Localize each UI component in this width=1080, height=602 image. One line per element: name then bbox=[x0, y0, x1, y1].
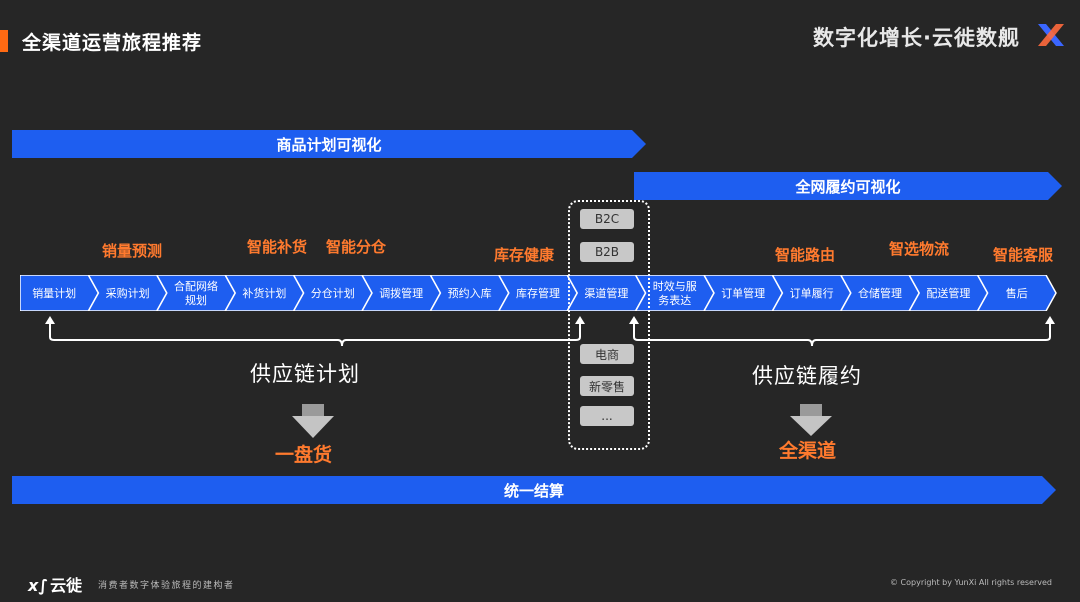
process-step-chevron bbox=[703, 275, 784, 311]
capability-sales-forecast: 销量预测 bbox=[102, 242, 163, 260]
channel-tag-new-retail: 新零售 bbox=[580, 376, 634, 396]
supply-chain-fulfil-label: 供应链履约 bbox=[752, 364, 862, 388]
process-step-label: 合配网络 bbox=[174, 279, 218, 293]
process-step-label: 售后 bbox=[1006, 286, 1028, 300]
bracket-arrowhead-mid-right bbox=[629, 316, 639, 324]
process-step-label: 时效与服 bbox=[653, 279, 697, 293]
goods-plan-visualization-band: 商品计划可视化 bbox=[12, 130, 646, 158]
footer-tagline: 消费者数字体验旅程的建构者 bbox=[98, 581, 235, 591]
process-step-label: 补货计划 bbox=[242, 286, 286, 300]
process-step-chevron bbox=[292, 275, 373, 311]
bracket-arrowhead-mid-left bbox=[575, 316, 585, 324]
channel-group-box bbox=[568, 200, 650, 450]
process-step-label: 分仓计划 bbox=[311, 286, 355, 300]
capability-smart-service: 智能客服 bbox=[993, 246, 1054, 264]
process-step-label: 渠道管理 bbox=[584, 286, 628, 300]
bracket-arrowhead-left bbox=[45, 316, 55, 324]
process-step-chevron bbox=[771, 275, 852, 311]
capability-smart-allocation: 智能分仓 bbox=[326, 238, 387, 256]
process-step-chevron bbox=[497, 275, 579, 311]
process-step-label: 调拨管理 bbox=[379, 286, 423, 300]
process-step-chevron bbox=[87, 275, 168, 311]
channel-tag-b2b: B2B bbox=[580, 242, 634, 262]
omni-channel-label: 全渠道 bbox=[779, 440, 837, 462]
one-inventory-label: 一盘货 bbox=[275, 444, 333, 466]
capability-smart-logistics: 智选物流 bbox=[889, 240, 950, 258]
footer-logo: x∫云徙 bbox=[28, 576, 83, 595]
process-step-label: 销量计划 bbox=[32, 286, 76, 300]
channel-tag-ecommerce: 电商 bbox=[580, 344, 634, 364]
process-step-chevron bbox=[634, 275, 715, 311]
down-arrow-one-inventory bbox=[292, 404, 334, 438]
x-logo-icon bbox=[1038, 24, 1064, 46]
process-step-chevron bbox=[908, 275, 989, 311]
capability-smart-replenish: 智能补货 bbox=[247, 238, 308, 256]
process-step-chevron bbox=[224, 275, 305, 311]
process-step-chevron bbox=[361, 275, 442, 311]
process-step-chevron bbox=[20, 275, 100, 311]
process-step-label: 配送管理 bbox=[926, 286, 970, 300]
supply-chain-plan-label: 供应链计划 bbox=[250, 362, 360, 386]
channel-tag-b2c: B2C bbox=[580, 209, 634, 229]
process-step-label: 采购计划 bbox=[106, 286, 150, 300]
supply-plan-bracket bbox=[49, 322, 581, 347]
fulfilment-visualization-band: 全网履约可视化 bbox=[634, 172, 1062, 200]
process-step-label-line2: 务表达 bbox=[658, 293, 691, 307]
process-step-label: 订单履行 bbox=[790, 287, 834, 300]
capability-inventory-health: 库存健康 bbox=[494, 246, 555, 264]
process-step-chevron bbox=[566, 275, 647, 311]
title-accent-bar bbox=[0, 30, 8, 52]
footer-copyright: © Copyright by YunXi All rights reserved bbox=[889, 578, 1052, 587]
channel-tag-more: ... bbox=[580, 406, 634, 426]
supply-fulfil-bracket bbox=[633, 322, 1051, 347]
yunxi-mark-icon: x∫ bbox=[28, 576, 49, 595]
brand-name: 数字化增长·云徙数舰 bbox=[813, 26, 1020, 50]
process-step-label: 订单管理 bbox=[721, 286, 765, 300]
bracket-arrowhead-right bbox=[1045, 316, 1055, 324]
process-step-label: 库存管理 bbox=[516, 286, 560, 300]
process-step-chevron bbox=[976, 275, 1057, 311]
page-title: 全渠道运营旅程推荐 bbox=[22, 32, 203, 54]
down-arrow-omni-channel bbox=[790, 404, 832, 436]
unified-settlement-band: 统一结算 bbox=[12, 476, 1056, 504]
process-step-chevron bbox=[429, 275, 510, 311]
process-step-label: 预约入库 bbox=[448, 287, 492, 300]
process-step-label-line2: 规划 bbox=[185, 293, 207, 307]
process-step-chevron bbox=[155, 275, 237, 311]
capability-smart-routing: 智能路由 bbox=[775, 246, 836, 264]
process-step-chevron bbox=[839, 275, 921, 311]
process-step-label: 仓储管理 bbox=[858, 286, 902, 300]
